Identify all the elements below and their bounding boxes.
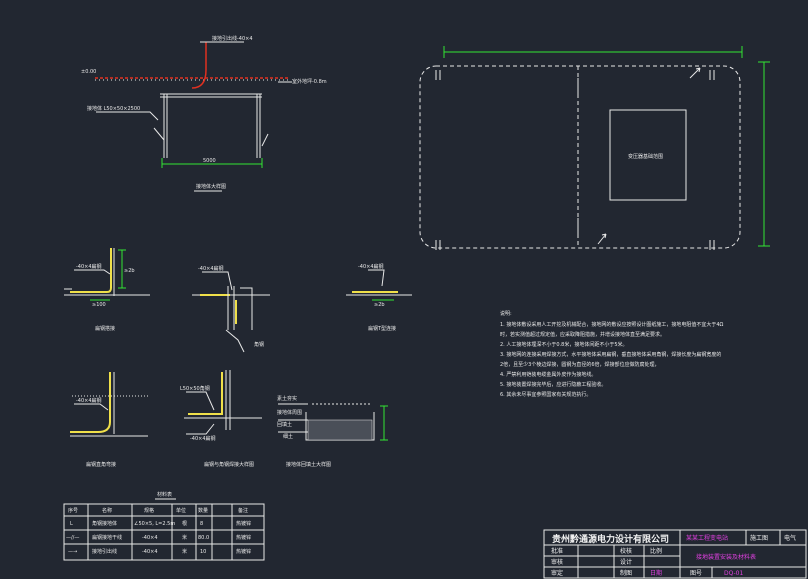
svg-text:图号: 图号: [690, 570, 702, 577]
th: 名称: [102, 507, 112, 514]
d4-title: 扁钢直角弯接: [86, 461, 116, 468]
svg-text:制图: 制图: [620, 569, 632, 577]
svg-text:校核: 校核: [620, 547, 632, 555]
note-line: 3. 接地网的连接采用焊接方式，水平接地体采用扁钢，垂直接地体采用角钢，焊接长度…: [500, 351, 721, 358]
d5-label2: -40×4扁钢: [190, 435, 216, 442]
d3-label: -40×4扁钢: [358, 263, 384, 270]
note-line: 4. 严禁利用铠装电缆金属外皮作为接地线。: [500, 371, 596, 378]
company-name: 贵州黔通源电力设计有限公司: [552, 533, 669, 545]
th: 规格: [144, 507, 154, 514]
td-sym: —//—: [66, 535, 79, 541]
d2-label: -40×4扁钢: [198, 265, 224, 272]
svg-text:比例: 比例: [650, 547, 662, 555]
d6-l2: 接地体周围: [277, 409, 302, 416]
svg-text:≥100: ≥100: [92, 302, 106, 308]
td: 80.0: [198, 535, 209, 541]
stage: 施工图: [750, 534, 768, 542]
d2-mark: 角钢: [254, 341, 264, 348]
d4-label: -40×4扁钢: [76, 397, 102, 404]
d5-label1: L50×50角钢: [180, 385, 210, 392]
project-name: 某某工程变电站: [686, 534, 728, 542]
flat-bar-top-label: 接地引出线-40×4: [212, 35, 253, 42]
td: ∠50×5, L=2.5m: [134, 521, 175, 527]
d3-dim: ≥2b: [374, 302, 385, 308]
detail-3: -40×4扁钢 ≥2b 扁钢T型连接: [346, 263, 412, 332]
notes-title: 说明:: [500, 310, 512, 317]
ground-line-label: 室外地坪-0.8m: [292, 78, 327, 85]
th: 备注: [238, 507, 248, 514]
title-block: 贵州黔通源电力设计有限公司 某某工程变电站 施工图 电气 接地装置安装及材料表 …: [543, 529, 807, 579]
td: 米: [182, 534, 187, 541]
svg-text:审核: 审核: [551, 558, 563, 566]
td: 8: [200, 521, 203, 527]
svg-text:批准: 批准: [551, 547, 563, 555]
td: -40×4: [142, 549, 158, 555]
td: 热镀锌: [236, 534, 251, 541]
section-title: 接地体大样图: [196, 183, 226, 190]
angle-steel-label: 接地体 L50×50×2500: [87, 105, 140, 112]
d6-l1: 素土夯实: [277, 395, 297, 402]
td: 热镀锌: [236, 548, 251, 555]
td-sym: L: [70, 521, 73, 527]
d6-l4: 细土: [283, 433, 293, 440]
svg-text:设计: 设计: [620, 558, 632, 566]
grounding-plan: 变压器基础范围: [419, 46, 770, 250]
td: 热镀锌: [236, 520, 251, 527]
dim-5000: 5000: [203, 158, 216, 164]
th: 序号: [68, 507, 78, 514]
td: 米: [182, 548, 187, 555]
td: -40×4: [142, 535, 158, 541]
note-line: 6. 其余未尽事宜参照国家有关规范执行。: [500, 391, 591, 398]
table-title: 材料表: [157, 491, 172, 498]
th: 单位: [176, 507, 186, 514]
d1-label: -40×4扁钢: [76, 263, 102, 270]
td: 接地引出线: [92, 548, 117, 555]
d5-title: 扁钢与角钢焊接大样图: [204, 461, 254, 468]
d1-title: 扁钢搭接: [95, 325, 115, 332]
note-line: 2. 人工接地体埋深不小于0.8米，接地体间距不小于5米。: [500, 341, 628, 348]
svg-text:审定: 审定: [551, 569, 563, 577]
area-box-label: 变压器基础范围: [628, 153, 663, 160]
material-table: 材料表 序号 名称 规格 单位 数量 备注 L 角钢接地体 ∠50×5, L=2…: [63, 491, 265, 561]
td: 角钢接地体: [92, 520, 117, 527]
note-line: 时，若实测值超过规定值，应采取降阻措施，并增设接地体直至满足要求。: [500, 331, 665, 338]
sheet-type: 电气: [784, 534, 796, 542]
d3-title: 扁钢T型连接: [368, 325, 396, 332]
d6-title: 接地体回填土大样图: [286, 461, 331, 468]
section-detail: 接地引出线-40×4 ±0.00 室外地坪-0.8m 接地体 L50×50×25…: [81, 35, 327, 192]
d6-l3: 回填土: [277, 421, 292, 428]
drawing-title: 接地装置安装及材料表: [696, 553, 756, 561]
d1-dim: ≥2b: [124, 268, 135, 274]
notes: 说明: 1. 接地体敷设采用人工开挖及机械配合，接地网的敷设应按照设计图纸施工，…: [500, 310, 724, 398]
detail-6: 素土夯实 接地体周围 回填土 细土 接地体回填土大样图: [277, 395, 388, 468]
note-line: 1. 接地体敷设采用人工开挖及机械配合，接地网的敷设应按照设计图纸施工，接地电阻…: [500, 321, 724, 328]
elevation-label: ±0.00: [81, 69, 96, 75]
td: 根: [182, 520, 187, 527]
detail-1: ≥2b -40×4扁钢 ≥100 扁钢搭接: [64, 248, 150, 332]
detail-4: -40×4扁钢 扁钢直角弯接: [70, 372, 150, 468]
td: 扁钢接地干线: [92, 534, 122, 541]
detail-5: L50×50角钢 -40×4扁钢 扁钢与角钢焊接大样图: [180, 370, 262, 468]
td: 10: [200, 549, 206, 555]
td-sym: —→: [68, 549, 77, 555]
th: 数量: [198, 507, 208, 514]
note-line: 2倍，且至少3个棱边焊接，圆钢为直径的6倍，焊接部位应做防腐处理，: [500, 361, 660, 368]
detail-2: -40×4扁钢 角钢: [192, 265, 270, 353]
drawing-number: DQ-01: [724, 570, 743, 577]
note-line: 5. 接地装置焊接完毕后，应进行隐蔽工程验收。: [500, 381, 606, 388]
svg-text:日期: 日期: [650, 569, 662, 577]
